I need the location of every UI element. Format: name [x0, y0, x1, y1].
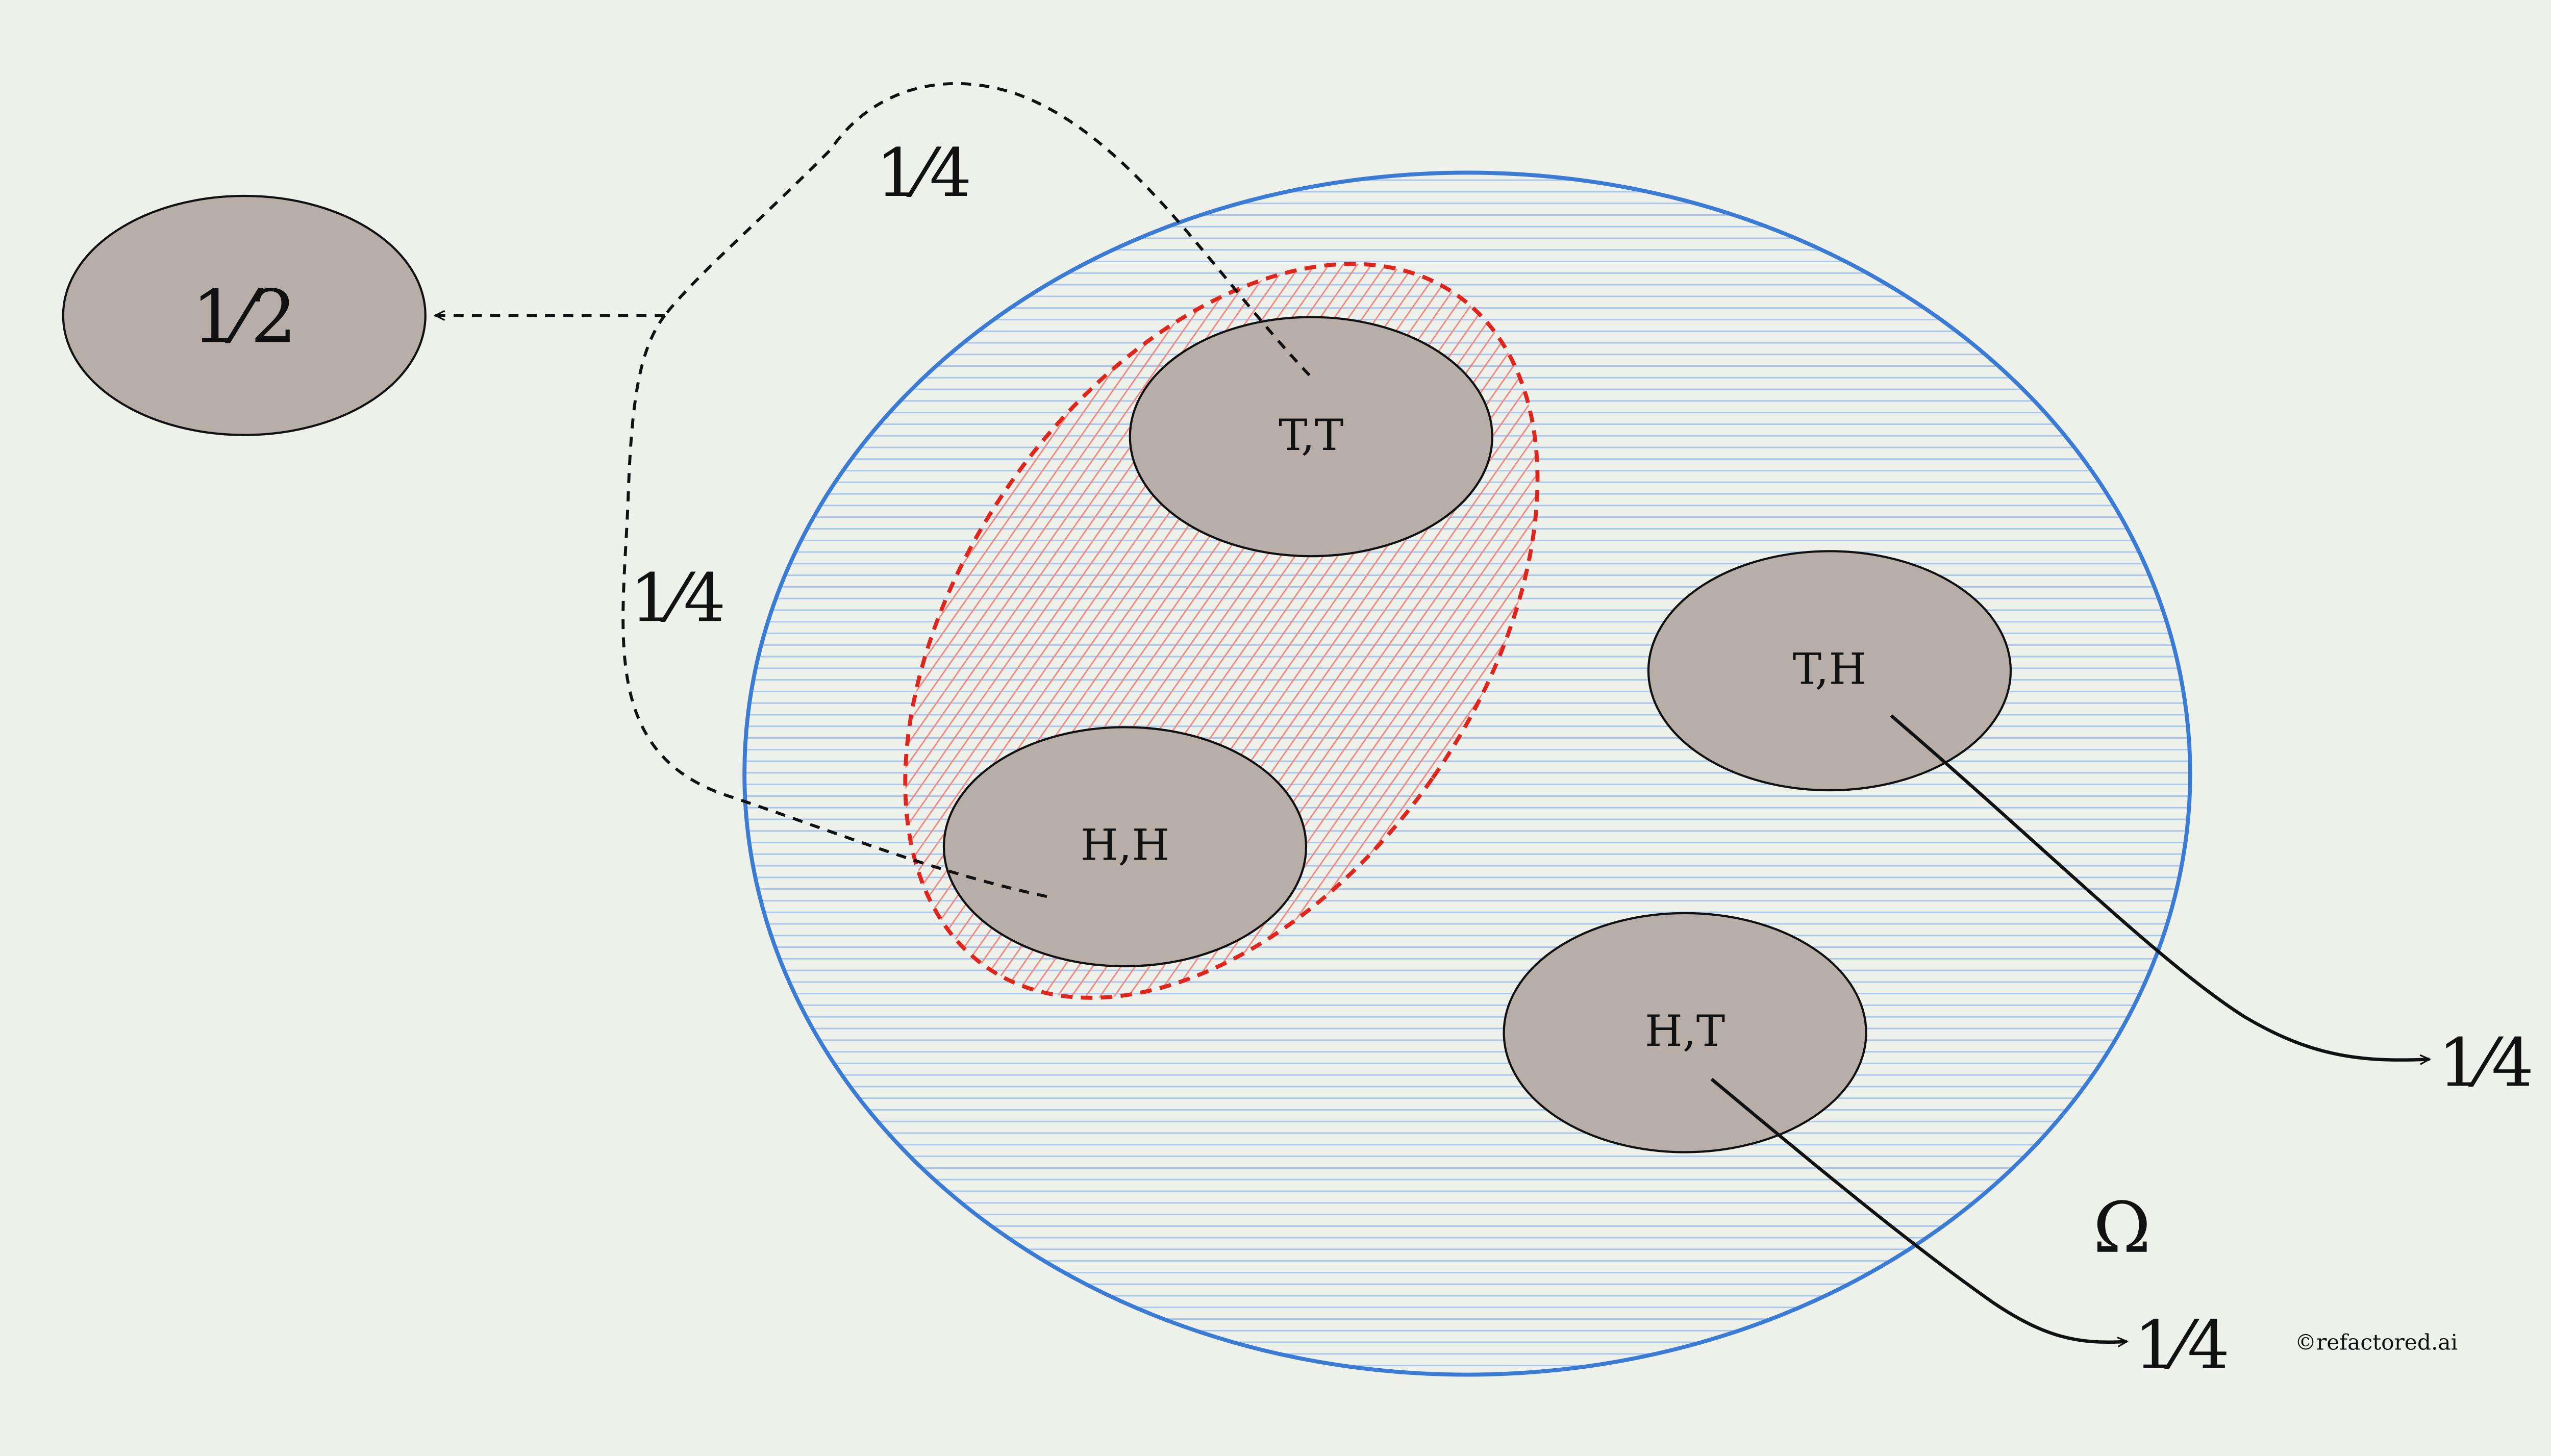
outcome-hh-ellipse — [942, 726, 1308, 968]
credit-text: ©refactored.ai — [2295, 1330, 2458, 1355]
outcome-ht-label: H,T — [1645, 1006, 1725, 1056]
sample-space-label: Ω — [2093, 1188, 2151, 1269]
outcome-th-ellipse — [1647, 550, 2012, 792]
event-probability-ellipse — [62, 194, 427, 436]
probability-label-th: 1⁄4 — [2438, 1024, 2534, 1101]
probability-label-ht: 1⁄4 — [2134, 1307, 2230, 1384]
outcome-ht-ellipse — [1503, 912, 1867, 1153]
dashed-connector-tt — [663, 82, 1311, 376]
probability-label-tt: 1⁄4 — [876, 134, 972, 212]
outcome-tt-ellipse — [1129, 316, 1493, 558]
outcome-th-label: T,H — [1793, 644, 1867, 694]
arrow-th — [1890, 714, 2429, 1060]
probability-label-hh: 1⁄4 — [630, 559, 726, 637]
dashed-connector-hh — [621, 314, 1047, 898]
event-probability-label: 1⁄2 — [192, 274, 297, 359]
arrow-ht — [1710, 1077, 2127, 1342]
outcome-tt-label: T,T — [1279, 410, 1343, 460]
outcome-hh-label: H,H — [1081, 820, 1170, 870]
